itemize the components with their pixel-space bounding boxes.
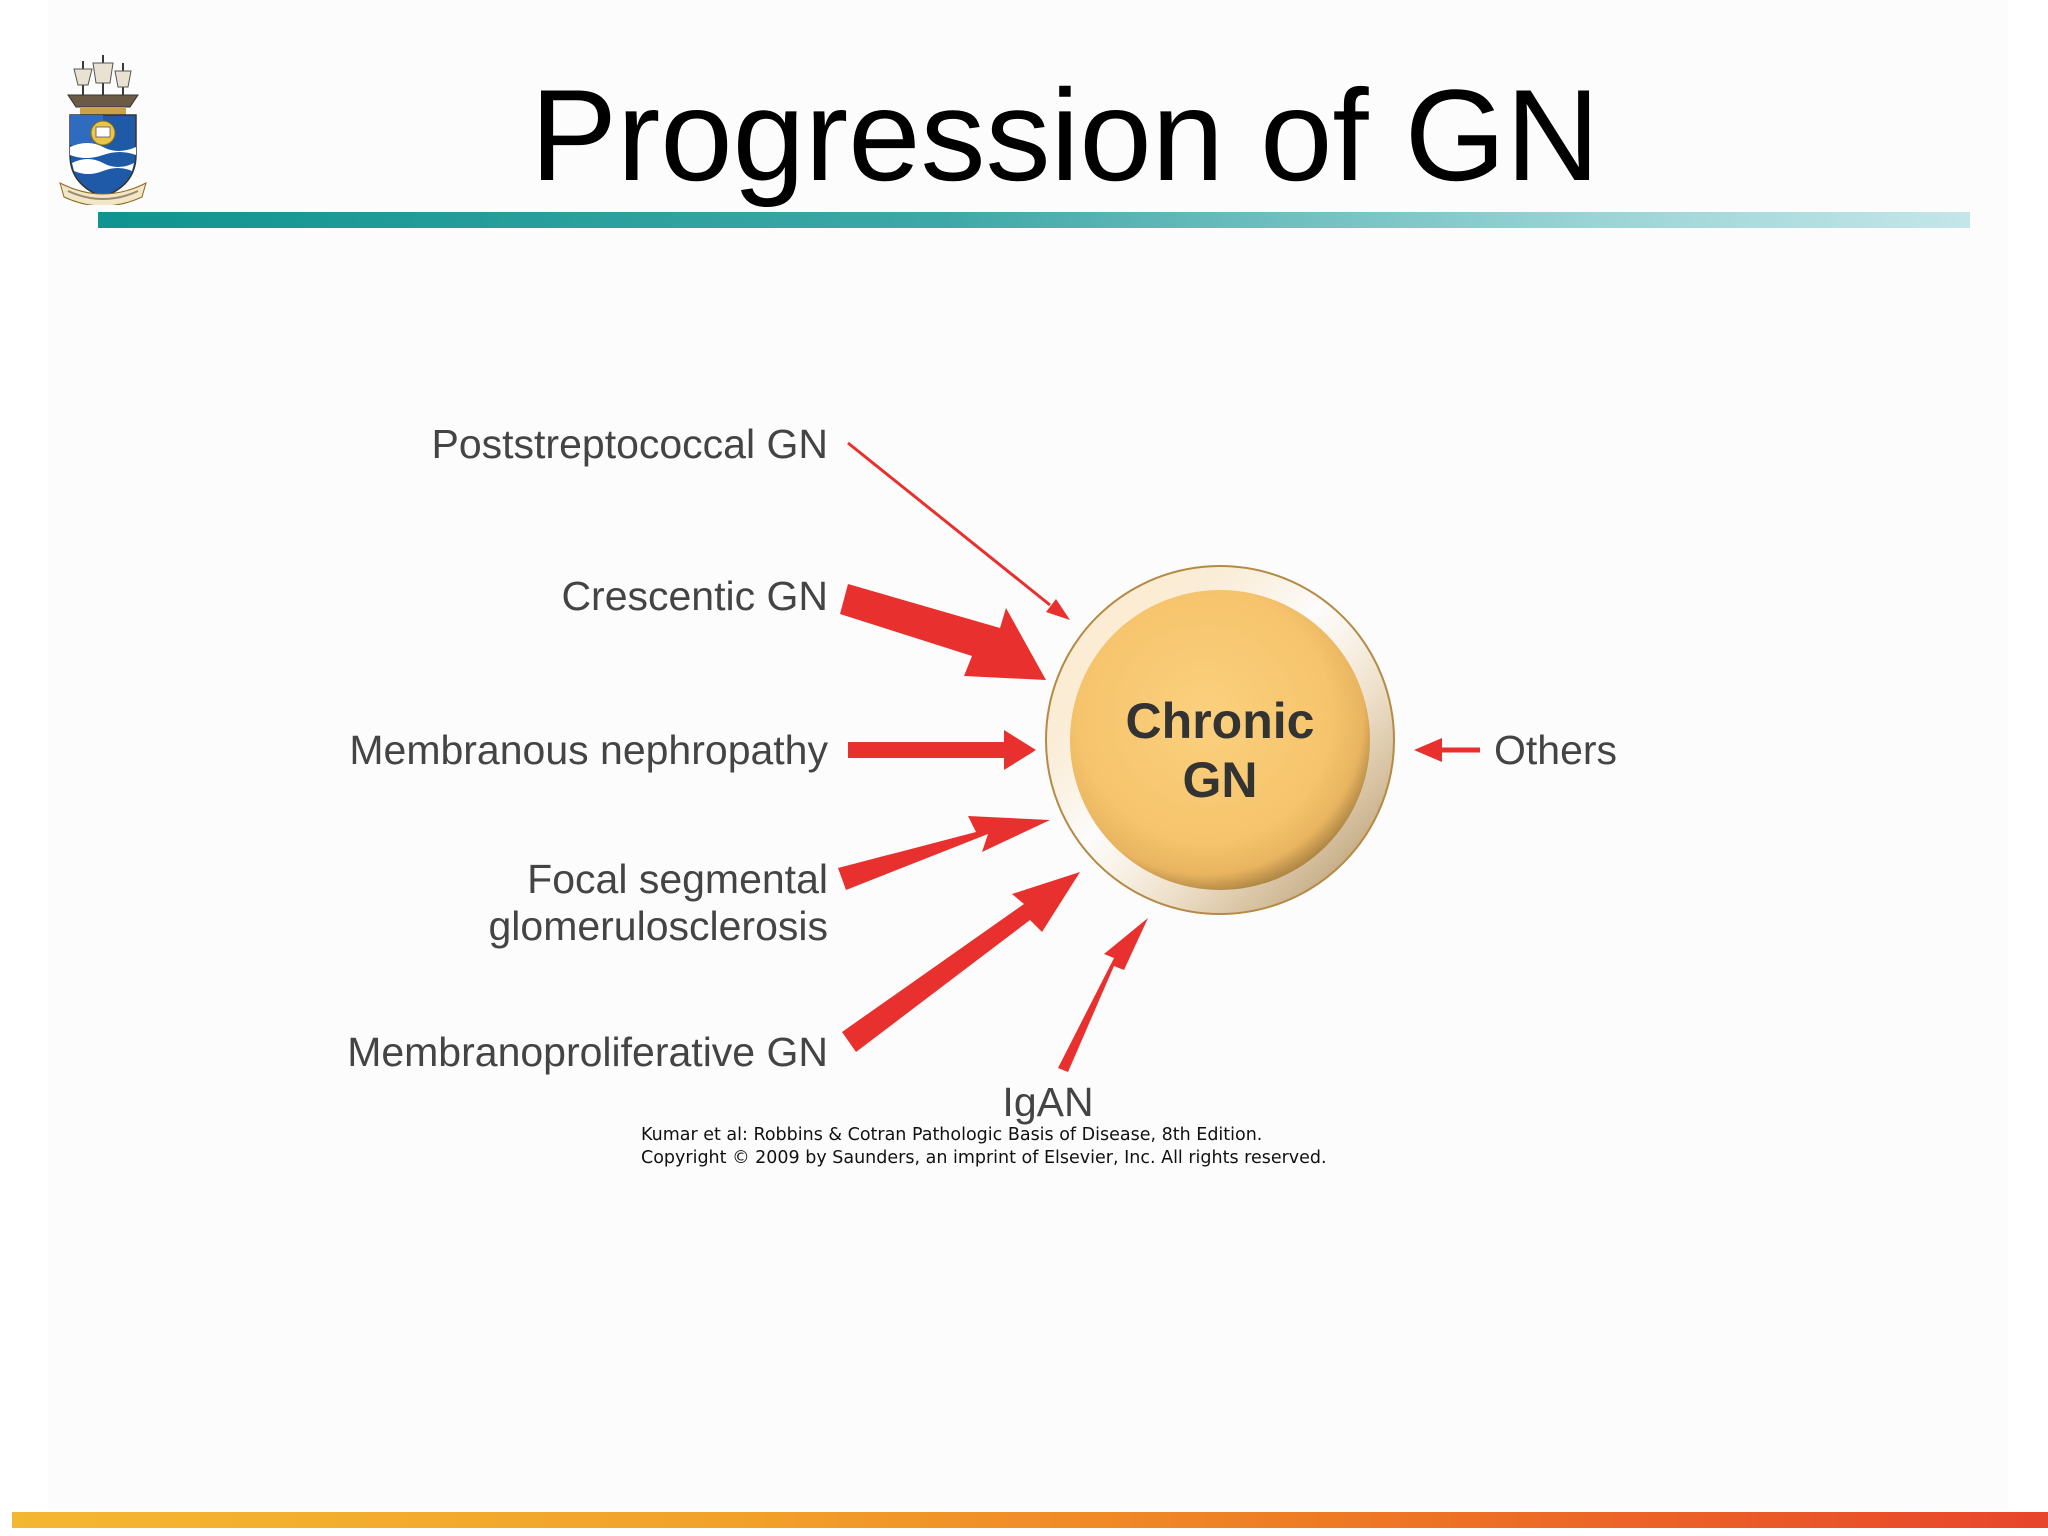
arrow-crescentic — [840, 584, 1046, 680]
arrow-mpgn — [842, 872, 1080, 1052]
arrow-membranous — [848, 730, 1036, 770]
credit-line-1: Kumar et al: Robbins & Cotran Pathologic… — [641, 1125, 1263, 1145]
footer-divider — [12, 1512, 2048, 1528]
label-others: Others — [1494, 727, 1617, 773]
title-divider — [98, 212, 1970, 228]
arrow-poststreptococcal — [847, 441, 1070, 620]
center-label-line2: GN — [1183, 752, 1258, 808]
arrow-others — [1414, 738, 1480, 762]
label-igan: IgAN — [1002, 1079, 1093, 1125]
center-label-line1: Chronic — [1126, 693, 1315, 749]
label-fsgs-line1: Focal segmental — [527, 856, 828, 902]
label-membranous: Membranous nephropathy — [349, 727, 828, 773]
chronic-gn-circle — [1045, 565, 1395, 915]
label-mpgn: Membranoproliferative GN — [347, 1029, 828, 1075]
slide-title: Progression of GN — [530, 62, 1600, 208]
arrow-fsgs — [838, 816, 1050, 890]
university-crest-icon — [59, 55, 147, 205]
arrow-igan — [1058, 918, 1148, 1072]
label-poststreptococcal: Poststreptococcal GN — [432, 421, 829, 467]
credit-line-2: Copyright © 2009 by Saunders, an imprint… — [641, 1148, 1327, 1168]
label-fsgs-line2: glomerulosclerosis — [488, 903, 828, 949]
figure-credit: Kumar et al: Robbins & Cotran Pathologic… — [641, 1124, 1327, 1170]
label-crescentic: Crescentic GN — [561, 573, 828, 619]
